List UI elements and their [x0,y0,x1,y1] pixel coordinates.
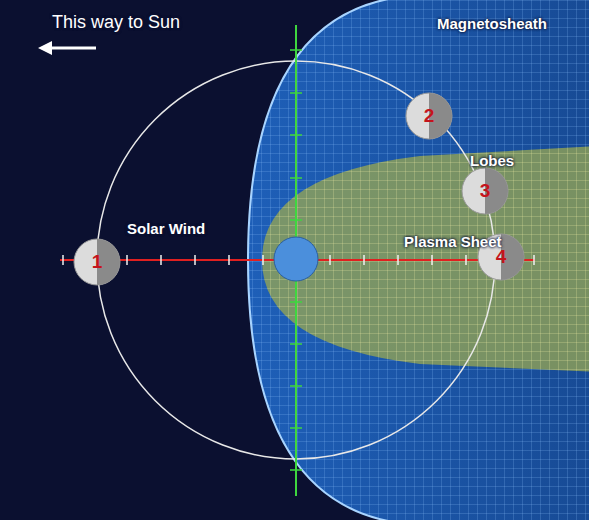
direction-label: This way to Sun [52,12,180,33]
region-label: Plasma Sheet [404,233,502,250]
callout-number: 3 [461,167,509,215]
earth [274,237,318,281]
moon-position: 3 [461,167,509,215]
region-label: Solar Wind [127,220,205,237]
moon-position: 1 [73,238,121,286]
sun-arrowhead [38,41,52,55]
sun-arrow [48,47,96,50]
moon-position: 2 [405,92,453,140]
region-label: Lobes [470,152,514,169]
callout-number: 2 [405,92,453,140]
callout-number: 1 [73,238,121,286]
region-label: Magnetosheath [437,15,547,32]
